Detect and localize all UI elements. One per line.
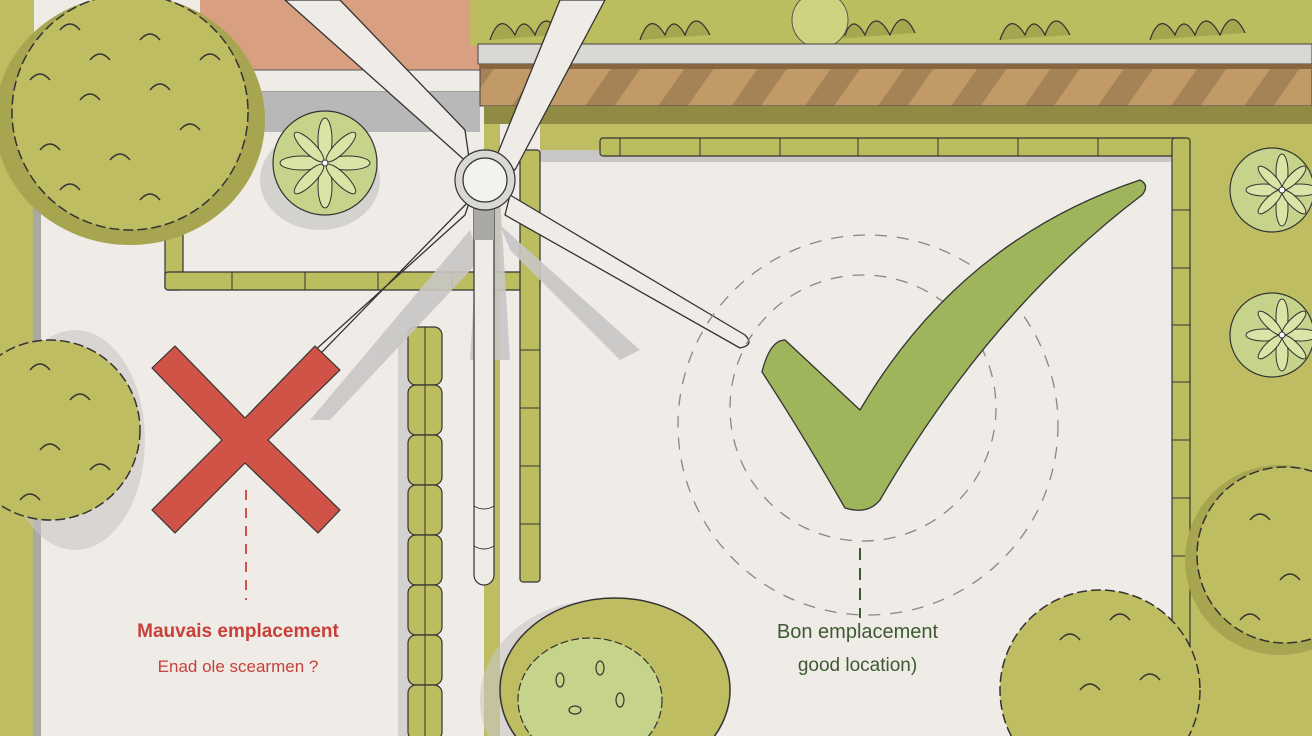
shrub-flower-right-2 [1229,292,1312,378]
garden-wall [477,43,1312,107]
tree-top-left [0,0,265,245]
shrub-flower-right-1 [1229,147,1312,233]
turbine-pole [473,199,495,586]
trees-bottom-right [999,465,1312,736]
top-hedge-row [470,0,1312,49]
turbine-blades [278,0,750,394]
hedge-border-right [599,137,1191,736]
shrub-flower-top [260,110,380,230]
good-location-title: Bon emplacement [776,621,939,643]
hedge-column [398,326,443,736]
tree-bottom-center [480,597,731,736]
range-circles [677,234,1059,616]
bad-location-subtitle: Enad ole scearmen ? [157,657,319,676]
turbine-hub [454,149,516,211]
bad-location-title: Mauvais emplacement [137,621,339,642]
cross-icon [151,345,341,600]
checkmark-icon [761,179,1147,618]
tree-left-middle [0,330,145,550]
good-location-subtitle: good location) [797,655,918,676]
